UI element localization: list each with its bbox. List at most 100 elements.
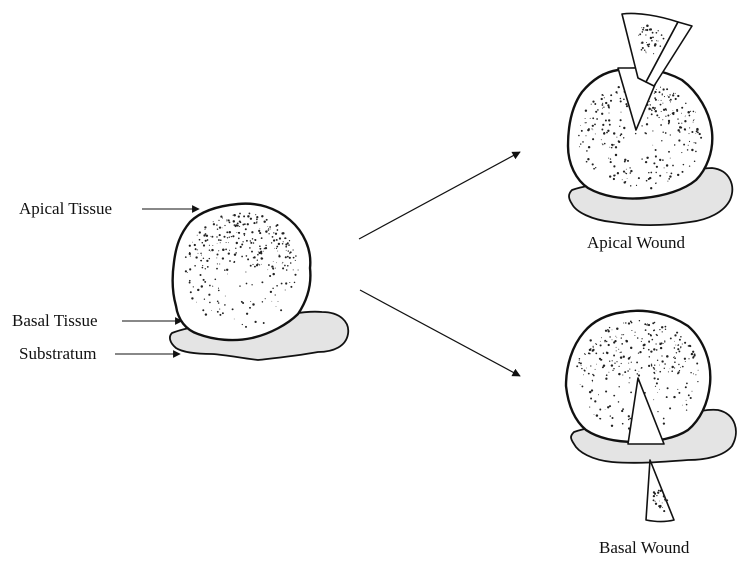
texture-speck	[664, 340, 665, 341]
texture-speck	[694, 353, 696, 355]
texture-speck	[619, 87, 620, 88]
texture-speck	[294, 274, 296, 276]
texture-speck	[658, 117, 659, 118]
texture-speck	[602, 124, 604, 126]
texture-speck	[686, 409, 687, 410]
texture-speck	[235, 225, 237, 227]
texture-speck	[646, 25, 649, 28]
texture-speck	[656, 40, 657, 41]
texture-speck	[601, 337, 602, 338]
texture-speck	[652, 130, 653, 131]
texture-speck	[642, 47, 644, 49]
texture-speck	[222, 257, 224, 259]
texture-speck	[269, 226, 271, 228]
texture-speck	[650, 187, 652, 189]
texture-speck	[616, 347, 617, 348]
texture-speck	[663, 422, 665, 424]
texture-speck	[209, 258, 210, 259]
texture-speck	[688, 345, 690, 347]
texture-speck	[656, 32, 658, 34]
texture-speck	[278, 243, 280, 245]
texture-speck	[657, 392, 658, 393]
texture-speck	[602, 366, 604, 368]
texture-speck	[646, 29, 648, 31]
texture-speck	[189, 280, 191, 282]
texture-speck	[675, 93, 676, 94]
texture-speck	[581, 385, 583, 387]
texture-speck	[610, 158, 611, 159]
texture-speck	[623, 334, 624, 335]
texture-speck	[656, 382, 658, 384]
texture-speck	[219, 234, 221, 236]
texture-speck	[284, 265, 286, 267]
texture-speck	[185, 270, 187, 272]
texture-speck	[273, 267, 275, 269]
texture-speck	[621, 343, 623, 345]
texture-speck	[610, 161, 612, 163]
texture-speck	[226, 231, 228, 233]
texture-speck	[229, 250, 230, 251]
texture-speck	[604, 132, 605, 133]
texture-speck	[678, 364, 679, 365]
texture-speck	[194, 244, 196, 246]
texture-speck	[592, 380, 593, 381]
texture-speck	[654, 93, 655, 94]
texture-speck	[613, 341, 615, 343]
texture-speck	[590, 118, 591, 119]
texture-speck	[659, 175, 661, 177]
texture-speck	[695, 142, 697, 144]
texture-speck	[213, 223, 215, 225]
texture-speck	[264, 247, 266, 249]
texture-speck	[273, 261, 274, 262]
texture-speck	[275, 294, 276, 295]
texture-speck	[622, 408, 624, 410]
texture-speck	[607, 329, 609, 331]
texture-speck	[667, 115, 669, 117]
texture-speck	[690, 372, 691, 373]
texture-speck	[667, 181, 668, 182]
texture-speck	[214, 278, 216, 280]
texture-speck	[661, 360, 663, 362]
texture-speck	[667, 95, 668, 96]
apical-tissue-label: Apical Tissue	[19, 199, 112, 218]
texture-speck	[595, 369, 596, 370]
texture-speck	[669, 407, 671, 409]
texture-speck	[227, 274, 228, 275]
texture-speck	[645, 133, 647, 135]
texture-speck	[590, 398, 592, 400]
texture-speck	[672, 112, 674, 114]
texture-speck	[607, 130, 609, 132]
texture-speck	[613, 368, 614, 369]
texture-speck	[665, 329, 666, 330]
texture-speck	[643, 347, 645, 349]
texture-speck	[670, 368, 671, 369]
tissue-blob	[173, 204, 311, 340]
texture-speck	[693, 373, 694, 374]
texture-speck	[609, 175, 611, 177]
texture-speck	[666, 88, 668, 90]
texture-speck	[685, 361, 686, 362]
texture-speck	[691, 149, 693, 151]
texture-speck	[606, 132, 608, 134]
texture-speck	[265, 245, 266, 246]
texture-speck	[601, 104, 603, 106]
texture-speck	[613, 132, 615, 134]
texture-speck	[642, 29, 644, 31]
texture-speck	[681, 107, 683, 109]
texture-speck	[667, 387, 669, 389]
texture-speck	[646, 324, 648, 326]
texture-speck	[638, 35, 639, 36]
texture-speck	[630, 185, 631, 186]
texture-speck	[678, 350, 680, 352]
texture-speck	[203, 279, 205, 281]
texture-speck	[240, 246, 242, 248]
texture-speck	[602, 143, 603, 144]
texture-speck	[210, 236, 211, 237]
texture-speck	[604, 341, 605, 342]
texture-speck	[660, 104, 662, 106]
texture-speck	[620, 352, 621, 353]
texture-speck	[607, 406, 609, 408]
texture-speck	[233, 214, 234, 215]
texture-speck	[583, 374, 584, 375]
